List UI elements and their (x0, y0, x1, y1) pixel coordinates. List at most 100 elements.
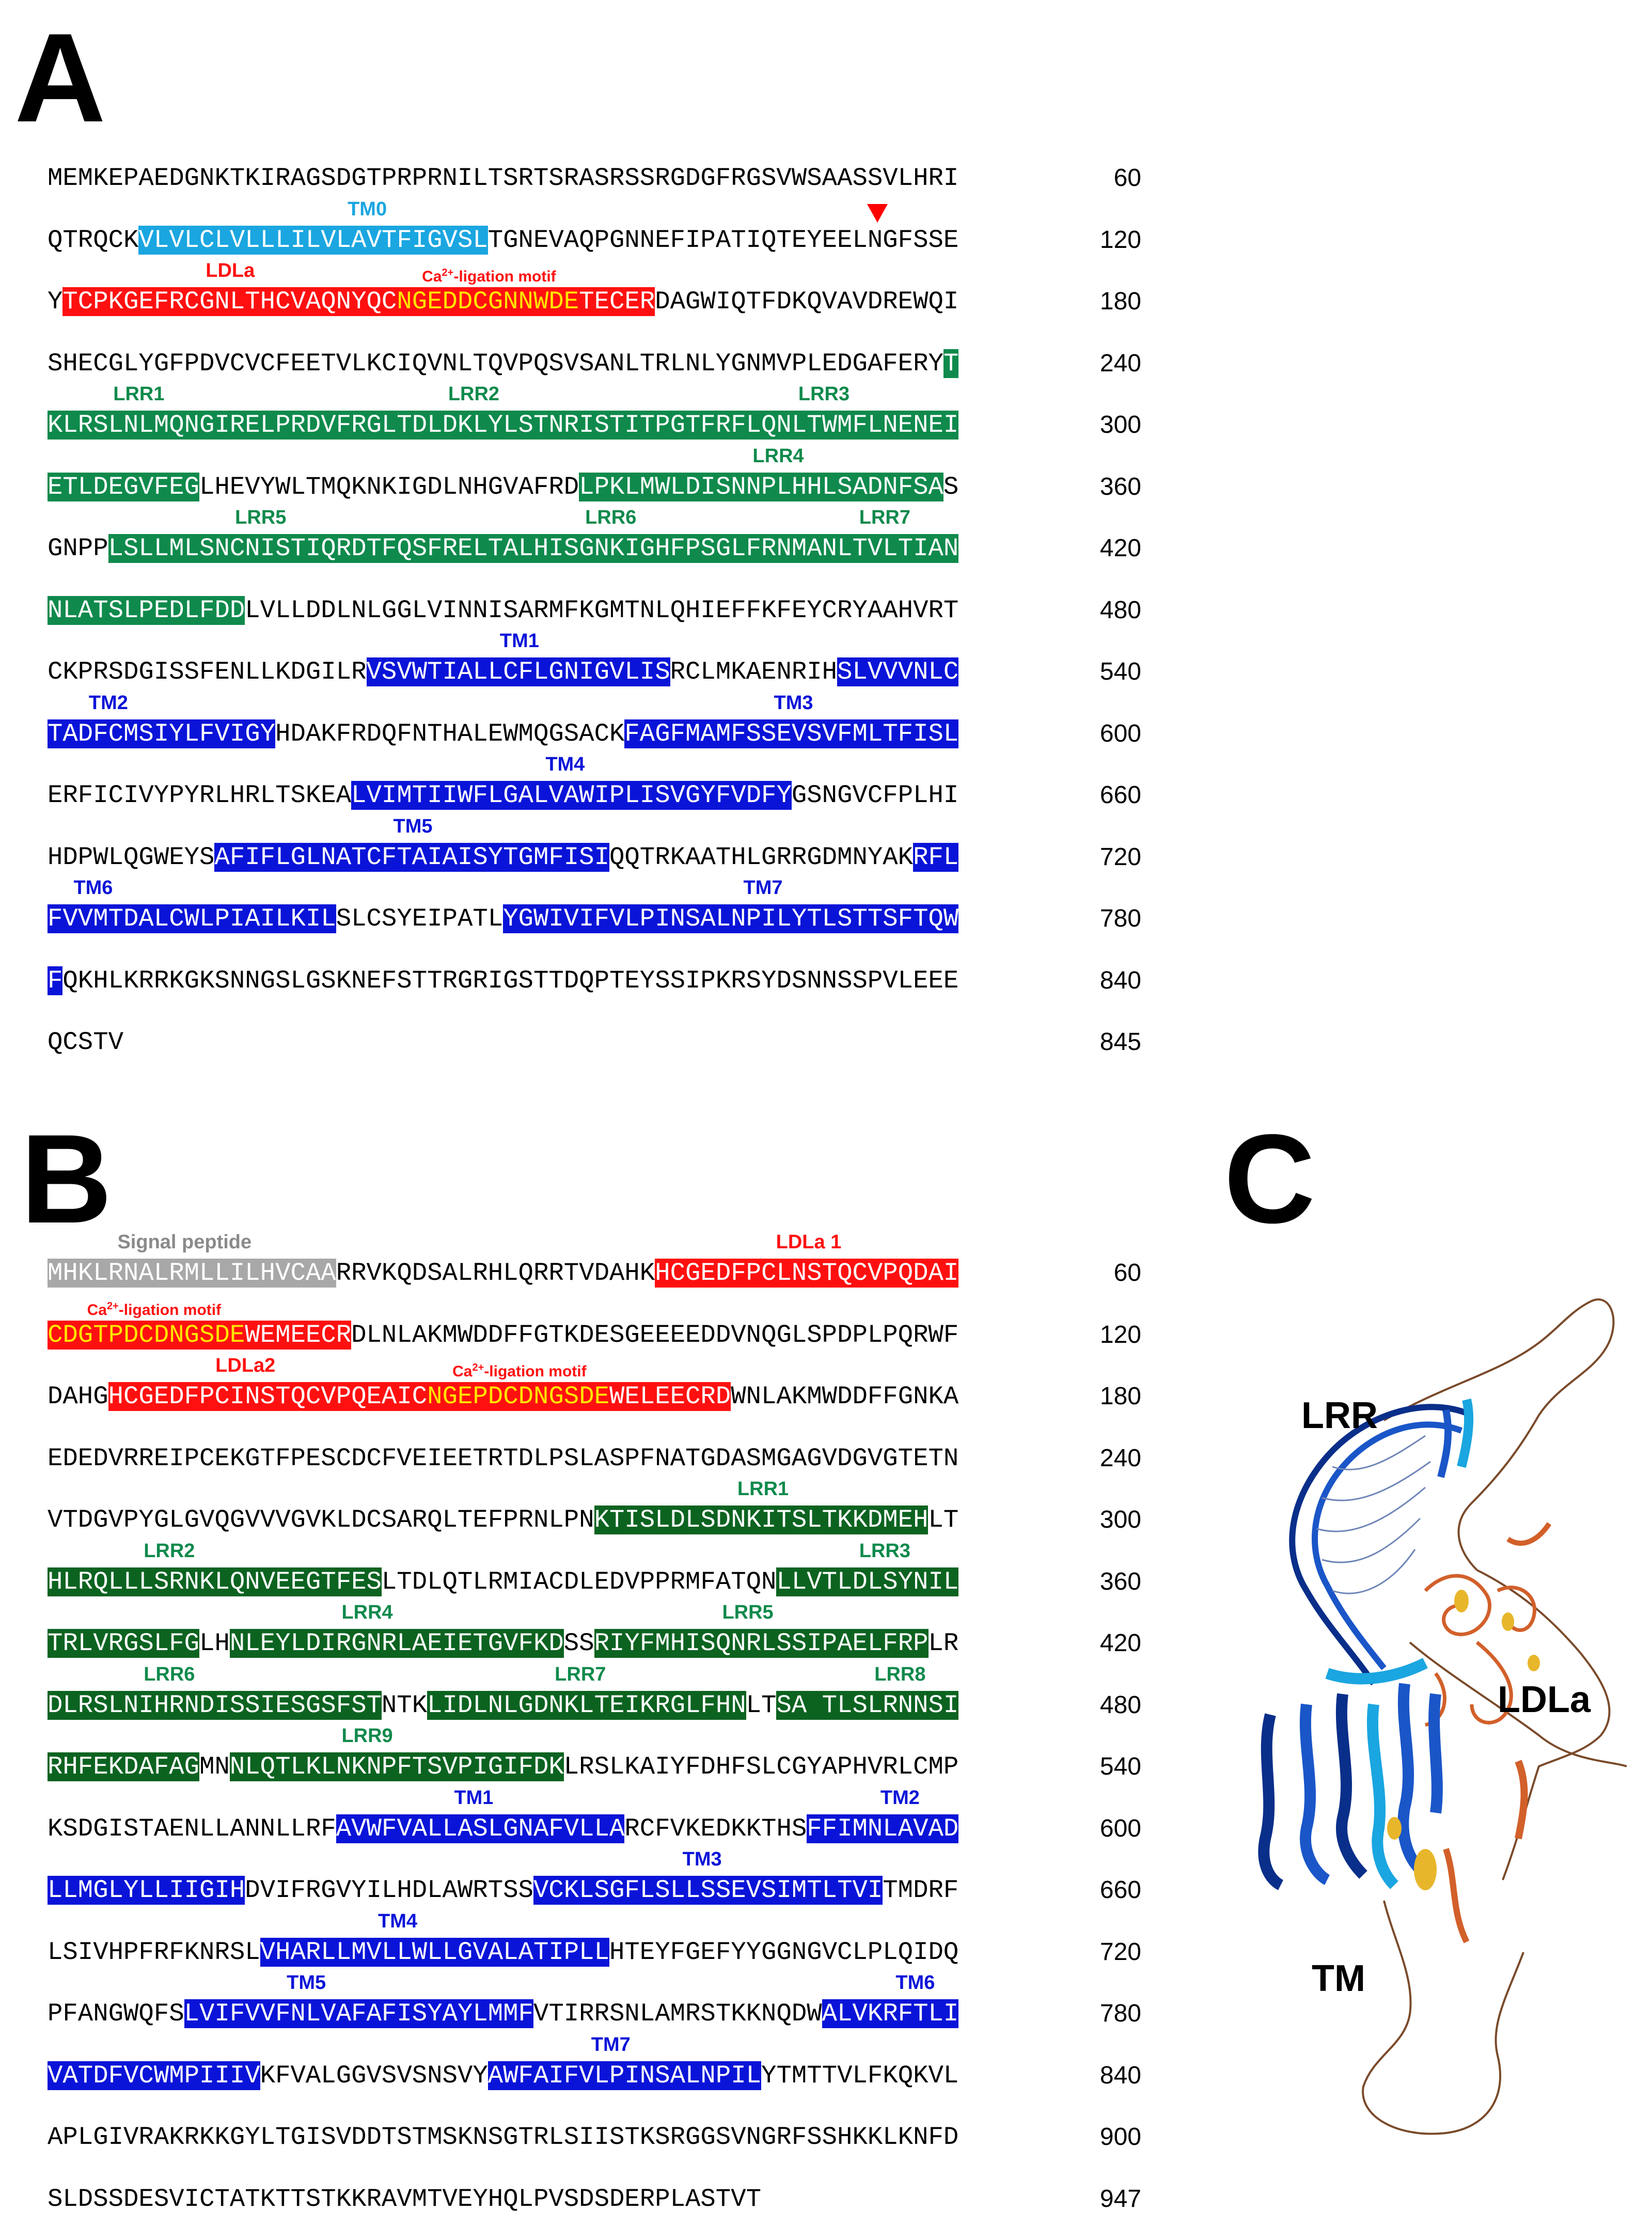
a-ca-ligation-motif-segment: NGEDDCGNNWDE (397, 287, 579, 316)
a-sequence-segment: CKPRSDGISSFENLLKDGILR (48, 657, 367, 686)
a-highlighted-tm-segment: TADFCMSIYLFVIGY (48, 719, 276, 748)
a-highlighted-lrr_a-segment: LTDLDKLYLSTNRISTITPGTFRFL (381, 411, 762, 440)
b-domain-label: LRR8 (874, 1663, 926, 1685)
b-sequence-row: DAHGHCGEDFPCINSTQCVPQEAICNGEPDCDNGSDEWEL… (48, 1372, 958, 1421)
lrr-domain (1289, 1398, 1474, 1686)
a-residue-number: 720 (1099, 843, 1141, 871)
a-sequence-segment: TGNEVAQPGNNEFIPATIQTEYEELNGFSSE (487, 225, 959, 255)
b-sequence-segment: SS (563, 1629, 594, 1658)
b-residue-number: 540 (1099, 1753, 1141, 1780)
ldla-annotation: LDLa (1498, 1679, 1591, 1720)
b-highlighted-tm-segment: LVIFVVFNLVAFAFISYAYLMMF (184, 1999, 533, 2028)
b-sequence-segment: LTDLQTLRMIACDLEDVPPRMFATQN (381, 1567, 777, 1596)
b-residue-number: 60 (1113, 1259, 1141, 1287)
a-sequence-row: ERFICIVYPYRLHRLTSKEALVIMTIIWFLGALVAWIPLI… (48, 771, 958, 820)
b-domain-label: LRR7 (555, 1663, 606, 1685)
a-sequence-segment: QCSTV (48, 1028, 124, 1057)
a-ca-ligation-motif-label: Ca2+-ligation motif (422, 261, 556, 288)
tm-annotation: TM (1312, 1958, 1365, 1999)
b-residue-number: 420 (1099, 1629, 1141, 1657)
b-sequence-row: HLRQLLLSRNKLQNVEEGTFESLTDLQTLRMIACDLEDVP… (48, 1557, 959, 1607)
motif-label-suffix: -ligation motif (453, 268, 556, 285)
b-sequence-segment: DVIFRGVYILHDLAWRTSS (245, 1876, 533, 1905)
a-domain-label: LRR2 (448, 383, 500, 405)
b-sequence-row: SLDSSDESVICTATKTTSTKKRAVMTVEYHQLPVSDSDER… (48, 2174, 761, 2224)
b-domain-label: TM7 (591, 2033, 631, 2056)
b-residue-number: 947 (1099, 2185, 1141, 2213)
a-domain-label: LRR6 (585, 507, 637, 528)
b-domain-label: TM2 (880, 1786, 920, 1809)
a-sequence-segment: QTRQCK (48, 225, 139, 255)
a-highlighted-tm-segment: VSVWTIALLCFLGNIGVLIS (366, 657, 670, 686)
a-highlighted-lrr_a-segment: NLATSLPEDLFDD (48, 595, 245, 625)
b-highlighted-tm-segment: VATDFVCWMPIIIV (48, 2061, 260, 2090)
b-sequence-segment: VTDGVPYGLGVQGVVVGVKLDCSARQLTEFPRNLPN (48, 1505, 594, 1534)
a-sequence-segment: MEMKEPAEDGNKTKIRAGSDGTPRPRNILTSRTSRASRSS… (48, 164, 959, 193)
b-highlighted-tm-segment: ALVKRFTLI (822, 1999, 959, 2028)
b-sequence-segment: LH (199, 1629, 230, 1658)
b-sequence-segment: LT (928, 1505, 959, 1534)
b-ca-ligation-motif-label: Ca2+-ligation motif (87, 1295, 221, 1322)
a-residue-number: 120 (1099, 226, 1141, 254)
a-residue-number: 840 (1099, 966, 1141, 994)
b-domain-label: TM3 (682, 1848, 722, 1870)
a-domain-label: LRR5 (235, 507, 287, 528)
a-sequence-row: QCSTV (48, 1017, 123, 1067)
b-residue-number: 120 (1099, 1321, 1141, 1348)
a-highlighted-tm-segment: FVVMTDALCWLPIAILKIL (48, 904, 336, 933)
b-residue-number: 480 (1099, 1691, 1141, 1719)
a-sequence-row: CKPRSDGISSFENLLKDGILRVSVWTIALLCFLGNIGVLI… (48, 647, 959, 697)
b-sequence-row: PFANGWQFSLVIFVVFNLVAFAFISYAYLMMFVTIRRSNL… (48, 1989, 959, 2038)
a-domain-label: TM6 (73, 877, 113, 899)
motif-label-charge: 2+ (442, 267, 454, 278)
b-highlighted-tm-segment: AVWFVALLASLGNAFVLLA (336, 1814, 625, 1843)
b-sequence-segment: KSDGISTAENLLANNLLRF (48, 1814, 336, 1843)
a-residue-number: 600 (1099, 719, 1141, 747)
a-sequence-segment: DAGWIQTFDKQVAVDREWQI (655, 287, 959, 316)
b-sequence-row: KSDGISTAENLLANNLLRFAVWFVALLASLGNAFVLLARC… (48, 1804, 959, 1854)
a-domain-label: TM5 (393, 815, 433, 837)
b-domain-label: LDLa2 (215, 1355, 276, 1376)
motif-label-prefix: Ca (87, 1301, 107, 1319)
a-domain-label: TM1 (499, 630, 539, 652)
b-highlighted-lrr_b-segment: LLVTLDLSYNIL (776, 1567, 959, 1596)
a-domain-label: TM2 (88, 692, 128, 714)
b-sequence-segment: DAHG (48, 1382, 108, 1411)
b-highlighted-tm-segment: AWFAIFVLPINSALNPIL (487, 2061, 762, 2090)
b-domain-label: TM6 (895, 1972, 935, 1994)
b-sequence-segment: PFANGWQFS (48, 1999, 184, 2028)
a-sequence-segment: SLCSYEIPATL (336, 904, 504, 933)
a-sequence-row: ETLDEGVFEGLHEVYWLTMQKNKIGDLNHGVAFRDLPKLM… (48, 462, 958, 512)
a-sequence-segment: LVLLDDLNLGGLVINNISARMFKGMTNLQHIEFFKFEYCR… (245, 595, 959, 625)
b-highlighted-tm-segment: VCKLSGFLSLLSSEVSIMTLTVI (533, 1876, 883, 1905)
b-domain-label: TM5 (287, 1972, 326, 1994)
b-residue-number: 300 (1099, 1506, 1141, 1533)
a-highlighted-lrr_a-segment: ETLDEGVFEG (48, 472, 200, 501)
b-sequence-row: EDEDVRREIPCEKGTFPESCDCFVEIEETRTDLPSLASPF… (48, 1434, 958, 1483)
motif-label-suffix: -ligation motif (484, 1363, 587, 1380)
b-sequence-row: LLMGLYLLIIGIHDVIFRGVYILHDLAWRTSSVCKLSGFL… (48, 1865, 958, 1915)
b-residue-number: 720 (1099, 1938, 1141, 1966)
b-sequence-row: VTDGVPYGLGVQGVVVGVKLDCSARQLTEFPRNLPNKTIS… (48, 1495, 958, 1545)
b-residue-number: 900 (1099, 2123, 1141, 2151)
a-domain-label: LDLa (206, 260, 255, 281)
b-sequence-segment: LT (746, 1690, 777, 1720)
a-highlighted-lrr_a-segment: MANLTVLTIAN (791, 534, 959, 563)
b-residue-number: 360 (1099, 1567, 1141, 1595)
a-highlighted-tm-segment: AFIFLGLNATCFTAIAISYTGMFISI (214, 842, 609, 872)
b-sequence-segment: RRVKQDSALRHLQRRTVDAHK (336, 1259, 655, 1288)
a-sequence-row: KLRSLNLMQNGIRELPRDVFRGLTDLDKLYLSTNRISTIT… (48, 400, 959, 450)
b-sequence-segment: KFVALGGVSVSNSVY (260, 2061, 488, 2090)
b-residue-number: 660 (1099, 1876, 1141, 1904)
a-domain-label: TM0 (348, 198, 387, 220)
b-highlighted-ldl-segment: WELEECRD (609, 1382, 731, 1411)
b-residue-number: 240 (1099, 1444, 1141, 1472)
b-sequence-segment: SLDSSDESVICTATKTTSTKKRAVMTVEYHQLPVSDSDER… (48, 2184, 762, 2214)
b-highlighted-lrr_b-segment: LIDLNLGDNKLTEIKRGLFHN (427, 1690, 746, 1720)
a-domain-label: LRR3 (798, 383, 850, 405)
b-highlighted-tm-segment: LLMGLYLLIIGIH (48, 1876, 245, 1905)
a-sequence-segment: GNPP (48, 534, 108, 563)
a-highlighted-lrr_a-segment: LSLLMLSNCNISTIQRDTFQS (108, 534, 428, 563)
b-sequence-row: DLRSLNIHRNDISSIESGSFSTNTKLIDLNLGDNKLTEIK… (48, 1681, 959, 1730)
b-domain-label: LRR6 (144, 1663, 195, 1685)
